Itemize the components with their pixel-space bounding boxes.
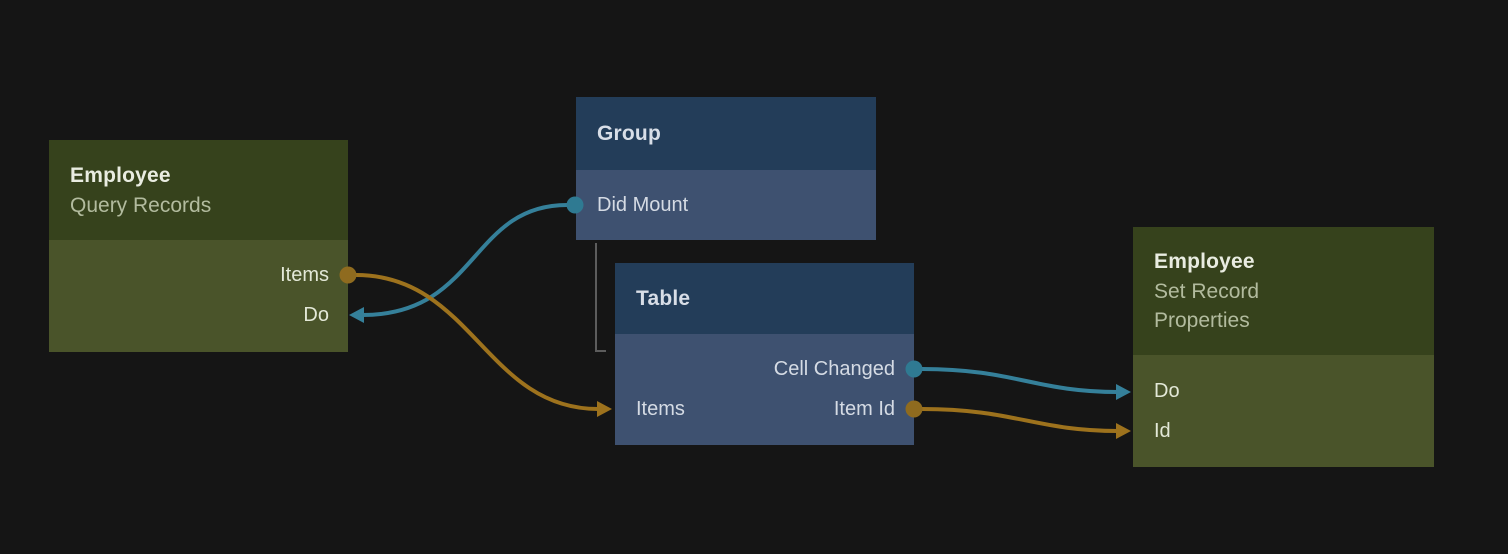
node-body: Did Mount bbox=[576, 170, 876, 240]
node-subtitle: Set Record Properties bbox=[1154, 280, 1260, 332]
node-header: Table bbox=[615, 263, 914, 334]
node-title: Table bbox=[636, 286, 691, 310]
node-header: Employee Set Record Properties bbox=[1133, 227, 1434, 355]
arrowhead-do-input-icon bbox=[349, 307, 364, 323]
group-table-parent-link bbox=[595, 243, 606, 352]
node-body: Items Do bbox=[49, 240, 348, 352]
port-label: Do bbox=[1154, 379, 1180, 402]
wire-didmount-to-do[interactable] bbox=[362, 203, 568, 317]
port-cell-changed-output[interactable]: Cell Changed bbox=[615, 349, 914, 389]
port-label: Cell Changed bbox=[773, 357, 895, 380]
port-items-input-label: Items bbox=[636, 397, 685, 420]
arrowhead-do-input-icon bbox=[1116, 384, 1131, 400]
node-employee-query-records[interactable]: Employee Query Records Items Do bbox=[49, 140, 348, 352]
port-label: Did Mount bbox=[597, 193, 689, 216]
node-header: Group bbox=[576, 97, 876, 170]
node-subtitle: Query Records bbox=[70, 193, 212, 217]
node-title: Employee bbox=[70, 163, 171, 187]
port-row-items-itemid[interactable]: Items Item Id bbox=[615, 389, 914, 429]
arrowhead-id-input-icon bbox=[1116, 423, 1131, 439]
port-label: Items bbox=[280, 263, 329, 286]
wire-cellchanged-to-do[interactable] bbox=[921, 367, 1119, 394]
node-group[interactable]: Group Did Mount bbox=[576, 97, 876, 240]
node-header: Employee Query Records bbox=[49, 140, 348, 240]
node-body: Do Id bbox=[1133, 355, 1434, 467]
port-label: Do bbox=[303, 303, 329, 326]
wire-itemid-to-id[interactable] bbox=[921, 407, 1119, 433]
port-items-output[interactable]: Items bbox=[49, 255, 348, 295]
node-title: Employee bbox=[1154, 250, 1255, 273]
port-did-mount-output[interactable]: Did Mount bbox=[576, 185, 876, 225]
node-employee-set-record-properties[interactable]: Employee Set Record Properties Do Id bbox=[1133, 227, 1434, 467]
wire-items-to-table-items[interactable] bbox=[355, 273, 599, 411]
port-do-input[interactable]: Do bbox=[1133, 371, 1434, 411]
arrowhead-table-items-input-icon bbox=[597, 401, 612, 417]
port-id-input[interactable]: Id bbox=[1133, 411, 1434, 451]
port-label: Id bbox=[1154, 419, 1171, 442]
node-body: Cell Changed Items Item Id bbox=[615, 334, 914, 445]
node-table[interactable]: Table Cell Changed Items Item Id bbox=[615, 263, 914, 445]
node-title: Group bbox=[597, 121, 661, 145]
port-do-input[interactable]: Do bbox=[49, 295, 348, 335]
port-item-id-output-label: Item Id bbox=[833, 397, 895, 420]
